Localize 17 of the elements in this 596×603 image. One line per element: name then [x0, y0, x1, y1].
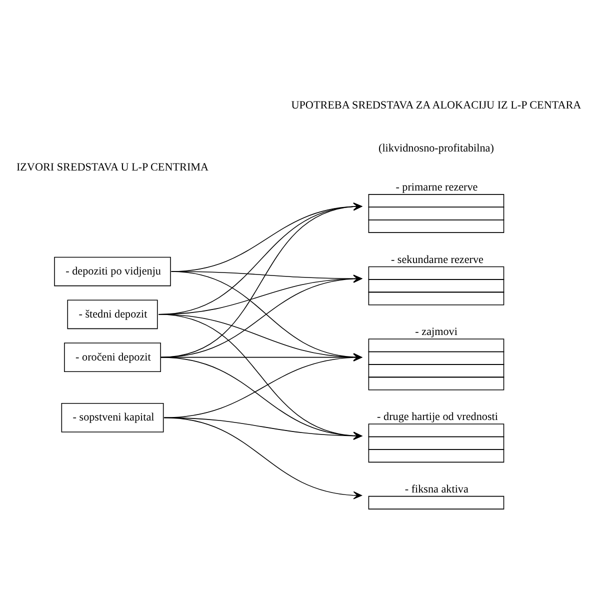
node-box: - sopstveni kapital [61, 402, 164, 432]
label: UPOTREBA SREDSTAVA ZA ALOKACIJU IZ L-P CENTARA [291, 99, 582, 112]
node-label: - sekundarne rezerve [390, 254, 484, 266]
node-box: - depoziti po vidjenju [54, 256, 171, 286]
node-label: - zajmovi [415, 326, 458, 338]
node-box: - oročeni depozit [64, 342, 161, 372]
arrow [158, 314, 362, 440]
node-label: - fiksna aktiva [404, 484, 468, 496]
arrow [164, 354, 362, 418]
arrow [160, 356, 362, 440]
node-label: - primarne rezerve [396, 182, 478, 194]
node-label: - druge hartije od vrednosti [377, 411, 498, 424]
label: (likvidnosno-profitabilna) [378, 142, 494, 154]
node-box [368, 496, 504, 510]
node-box: - štedni depozit [67, 300, 158, 330]
arrow [164, 417, 362, 500]
label: IZVORI SREDSTAVA U L-P CENTRIMA [16, 161, 209, 174]
